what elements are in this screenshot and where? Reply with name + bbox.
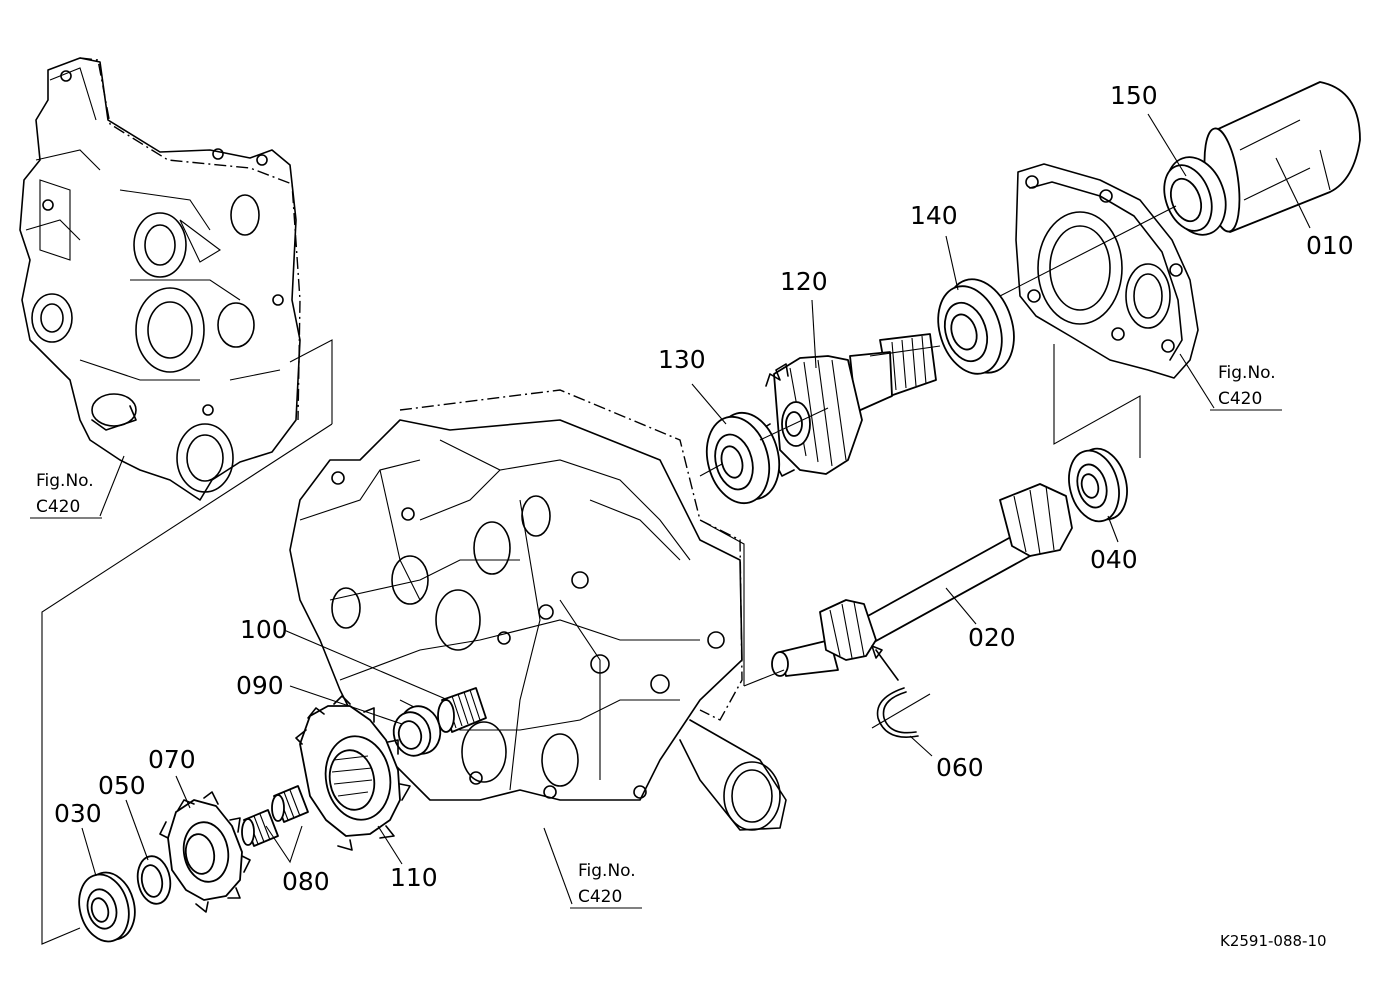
part-150-oil-seal xyxy=(1163,156,1227,236)
label-090: 090 xyxy=(236,671,284,700)
label-100: 100 xyxy=(240,615,288,644)
part-030-ball-bearing xyxy=(78,871,136,943)
part-100-needle-bearing xyxy=(437,687,487,733)
label-120: 120 xyxy=(780,267,828,296)
figure-ref-bottom-line1: Fig.No. xyxy=(578,861,636,881)
part-140-ball-bearing xyxy=(937,278,1015,375)
part-090-collar xyxy=(392,705,442,757)
label-040: 040 xyxy=(1090,545,1138,574)
label-070: 070 xyxy=(148,745,196,774)
part-120-gear-shaft xyxy=(759,333,937,477)
label-030: 030 xyxy=(54,799,102,828)
label-150: 150 xyxy=(1110,81,1158,110)
part-labels: 010 020 030 040 050 060 070 080 090 100 … xyxy=(54,81,1354,896)
figure-ref-right-line1: Fig.No. xyxy=(1218,363,1276,383)
label-010: 010 xyxy=(1306,231,1354,260)
figure-ref-left-line2: C420 xyxy=(36,497,80,517)
part-020-counter-shaft xyxy=(771,483,1073,677)
label-050: 050 xyxy=(98,771,146,800)
label-130: 130 xyxy=(658,345,706,374)
figure-ref-left: Fig.No. C420 xyxy=(30,471,102,519)
diagram-code: K2591-088-10 xyxy=(1220,932,1327,950)
label-140: 140 xyxy=(910,201,958,230)
transmission-cover-case xyxy=(19,57,301,501)
label-110: 110 xyxy=(390,863,438,892)
bearing-cover xyxy=(1015,163,1199,379)
part-060-circlip xyxy=(871,645,931,738)
label-080: 080 xyxy=(282,867,330,896)
part-110-gear xyxy=(295,695,411,851)
figure-ref-right: Fig.No. C420 xyxy=(1210,363,1282,411)
part-130-ball-bearing xyxy=(705,411,781,505)
part-070-gear xyxy=(159,791,251,913)
figure-ref-left-line1: Fig.No. xyxy=(36,471,94,491)
transmission-main-case xyxy=(289,389,787,831)
part-080-needle-bearings xyxy=(241,785,309,847)
leader-lines xyxy=(41,113,1311,945)
label-020: 020 xyxy=(968,623,1016,652)
figure-ref-bottom: Fig.No. C420 xyxy=(570,861,642,909)
part-050-washer xyxy=(136,855,172,905)
label-060: 060 xyxy=(936,753,984,782)
part-040-ball-bearing xyxy=(1068,447,1128,523)
figure-ref-right-line2: C420 xyxy=(1218,389,1262,409)
figure-ref-bottom-line2: C420 xyxy=(578,887,622,907)
